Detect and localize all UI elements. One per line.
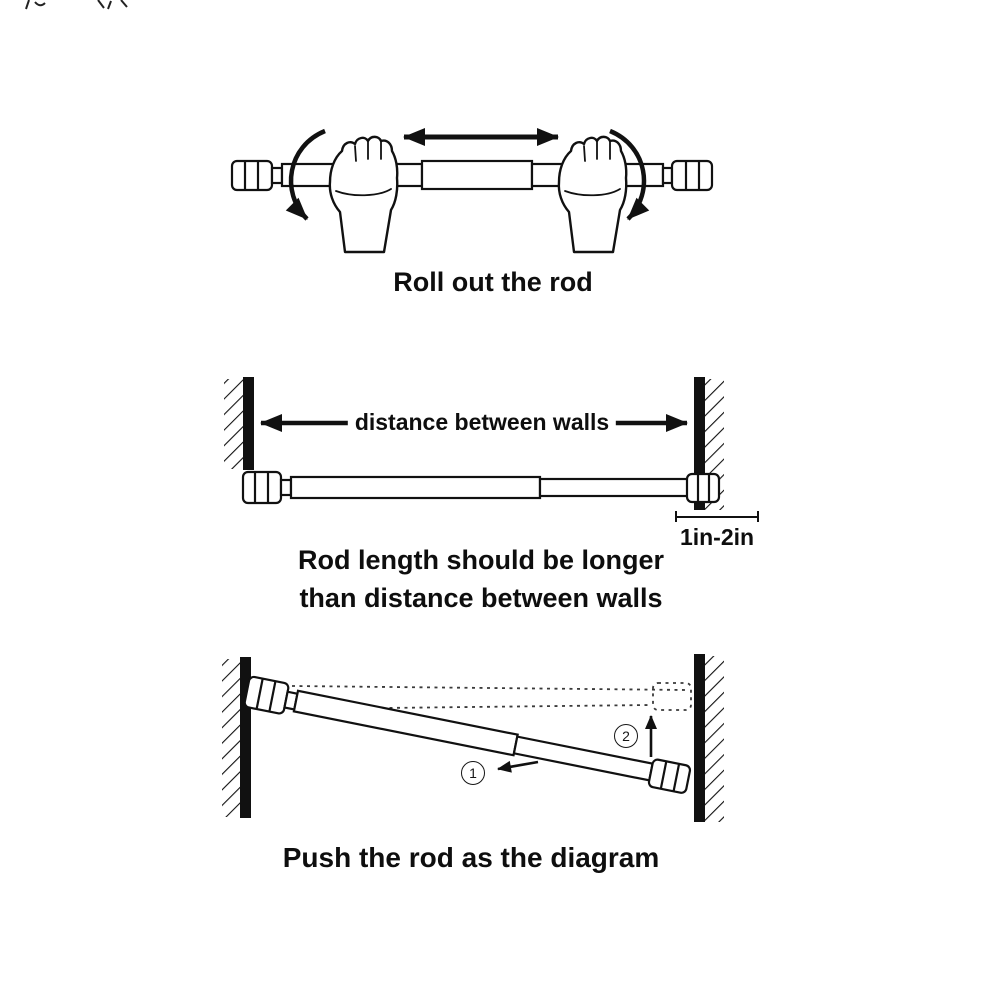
right-hand [557,135,628,254]
rotation-arrow-right [609,128,650,221]
step-2-marker: 2 [614,724,638,748]
tilted-rod [243,675,692,794]
push-arrow-step1 [497,760,539,773]
panel-roll-illustration [230,128,714,254]
right-wall [694,654,724,822]
panel-measure-illustration [224,377,759,522]
panel3-caption: Push the rod as the diagram [282,842,660,873]
panel2-caption-line2: than distance between walls [299,583,663,613]
left-wall [222,657,251,818]
left-wall [224,377,254,470]
top-edge-artifacts [25,0,128,10]
panel-install-illustration [222,654,724,822]
rod-between-walls [241,470,721,505]
overlap-dimension-line [675,511,759,522]
dotted-rod-final-position [291,682,692,711]
distance-between-walls-label: distance between walls [347,409,617,436]
step-1-marker: 1 [461,761,485,785]
left-hand [328,135,399,254]
overlap-length-label: 1in-2in [679,524,755,550]
rotation-arrow-left [285,128,326,221]
panel1-caption: Roll out the rod [393,267,593,297]
panel2-caption-line1: Rod length should be longer [298,545,664,575]
